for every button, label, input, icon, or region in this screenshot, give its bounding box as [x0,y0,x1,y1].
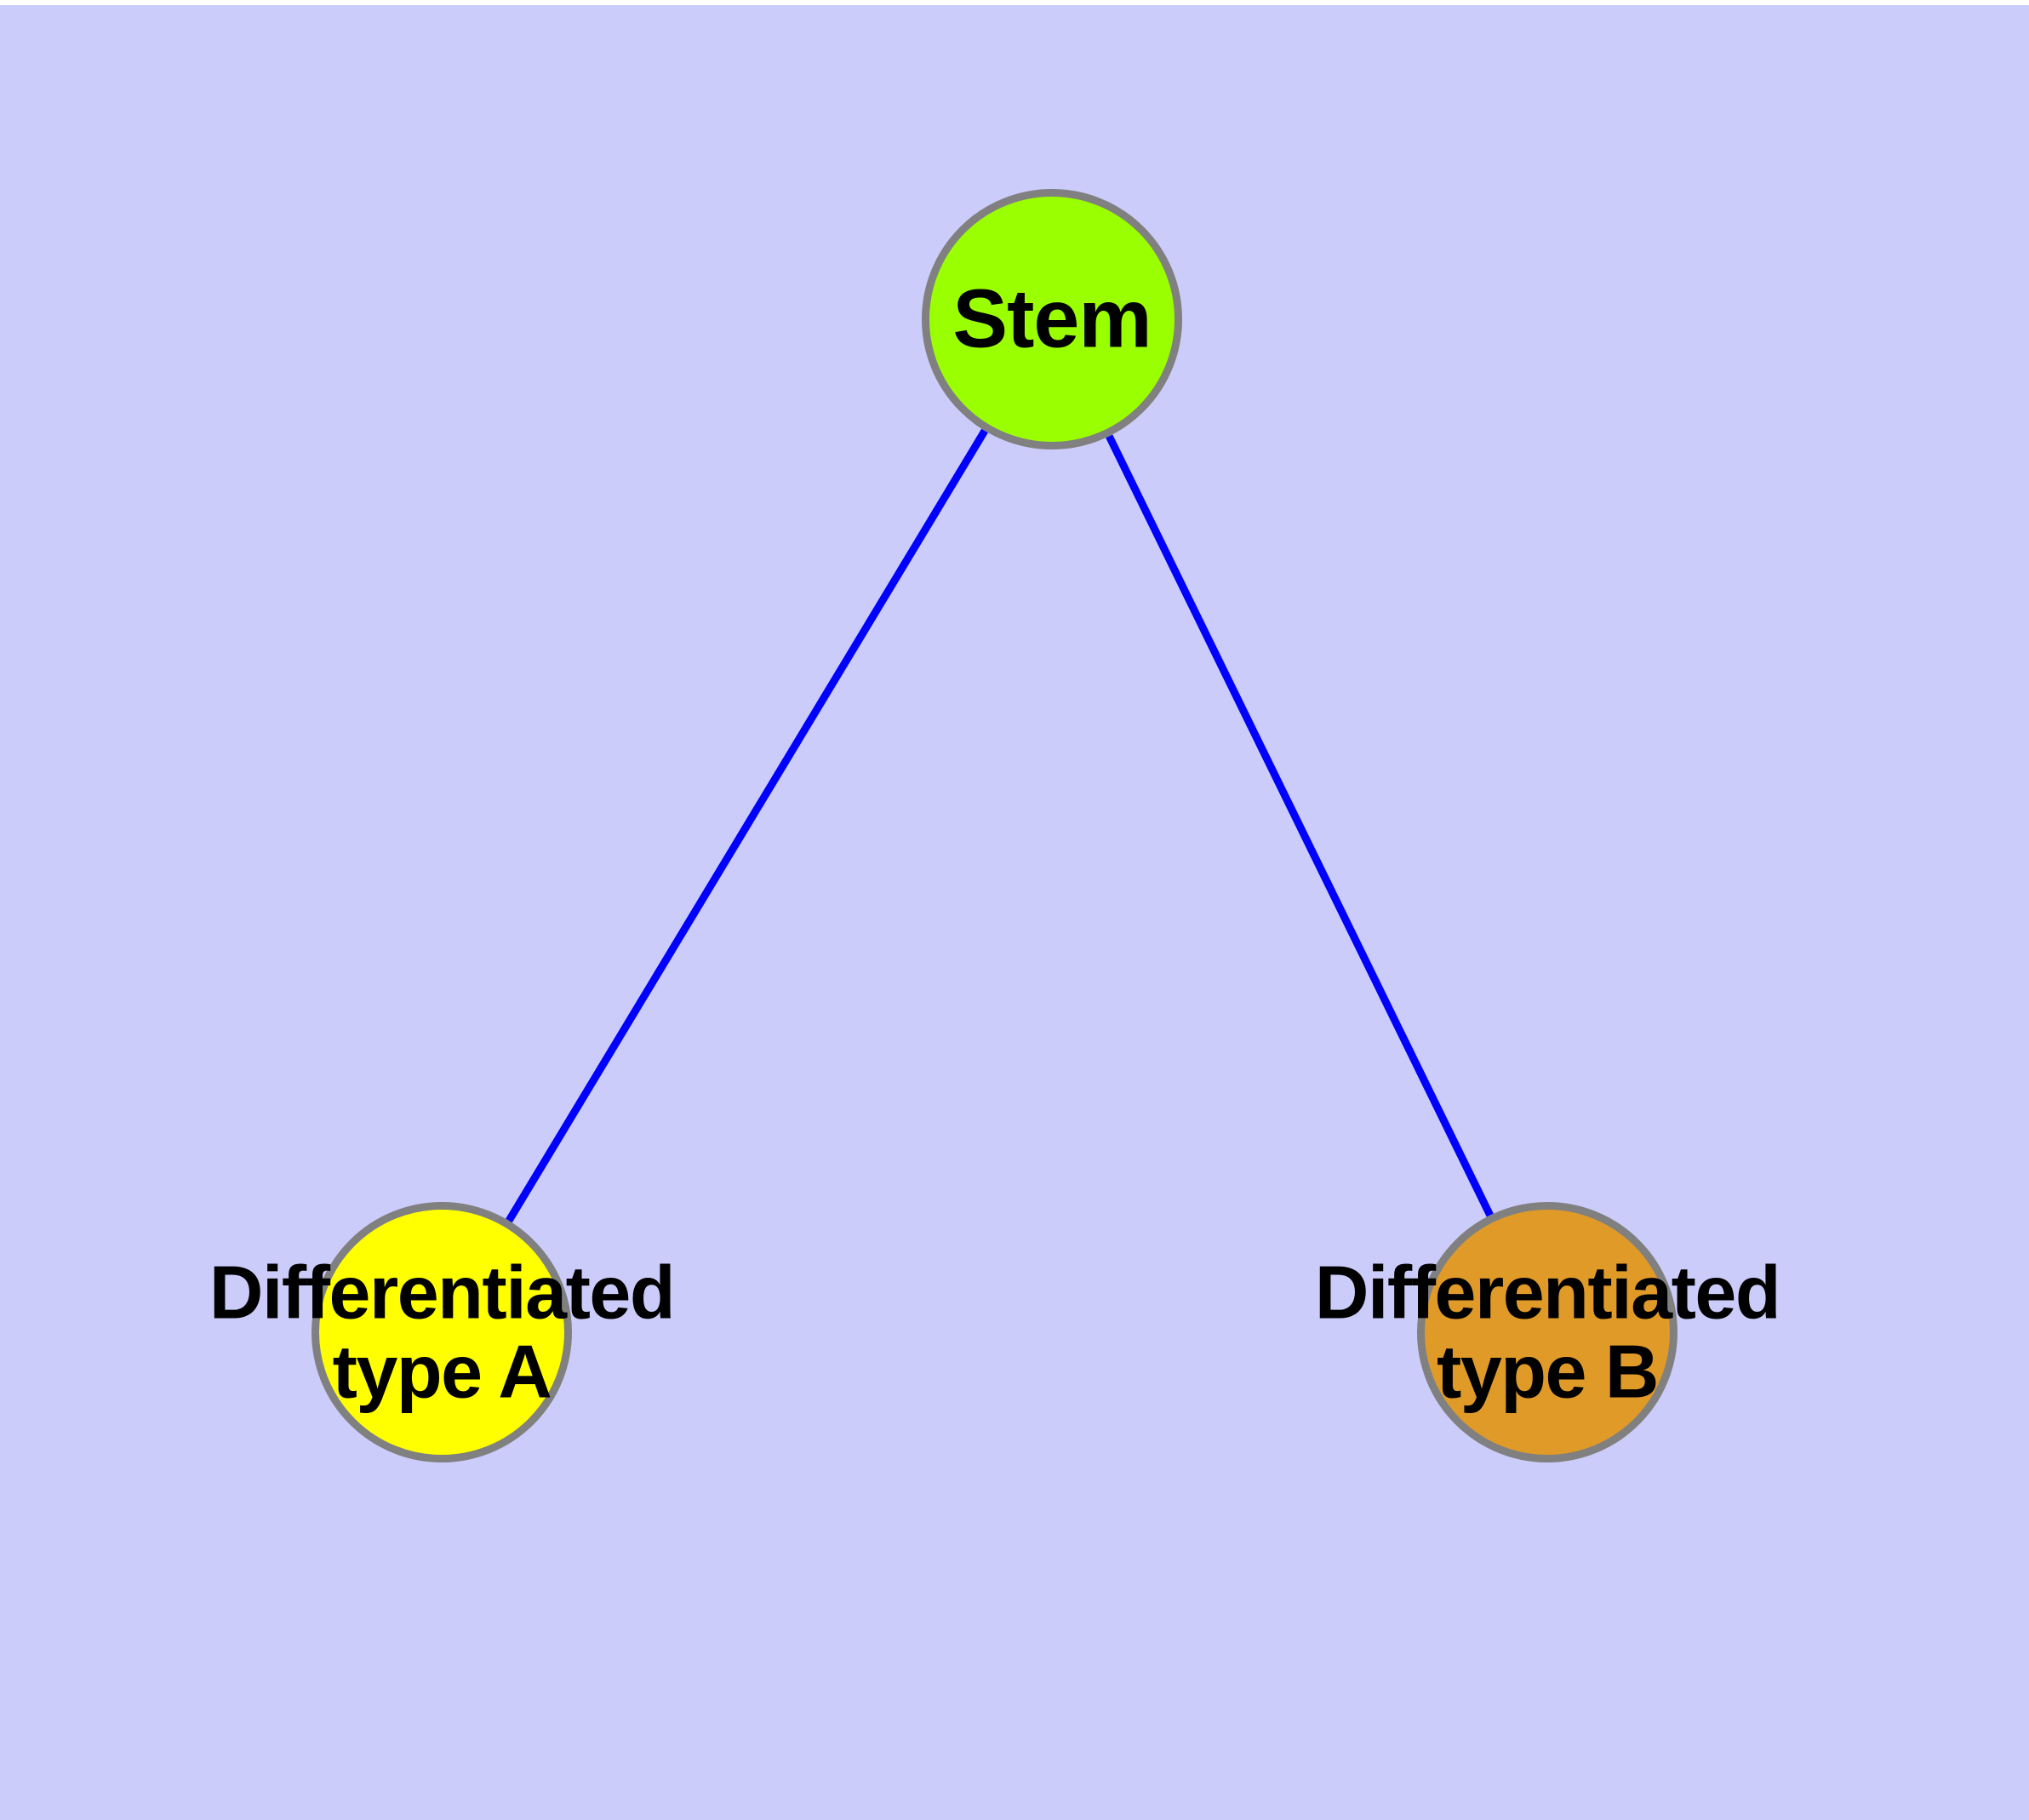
edge-stem-diff-b[interactable] [1106,434,1494,1217]
node-diff_a[interactable] [311,1202,572,1462]
edge-stem-diff-a[interactable] [506,428,988,1223]
node-diff_b[interactable] [1417,1202,1677,1462]
edges-layer [506,428,1494,1223]
node-stem[interactable] [922,189,1182,449]
nodes-layer [311,189,1677,1462]
